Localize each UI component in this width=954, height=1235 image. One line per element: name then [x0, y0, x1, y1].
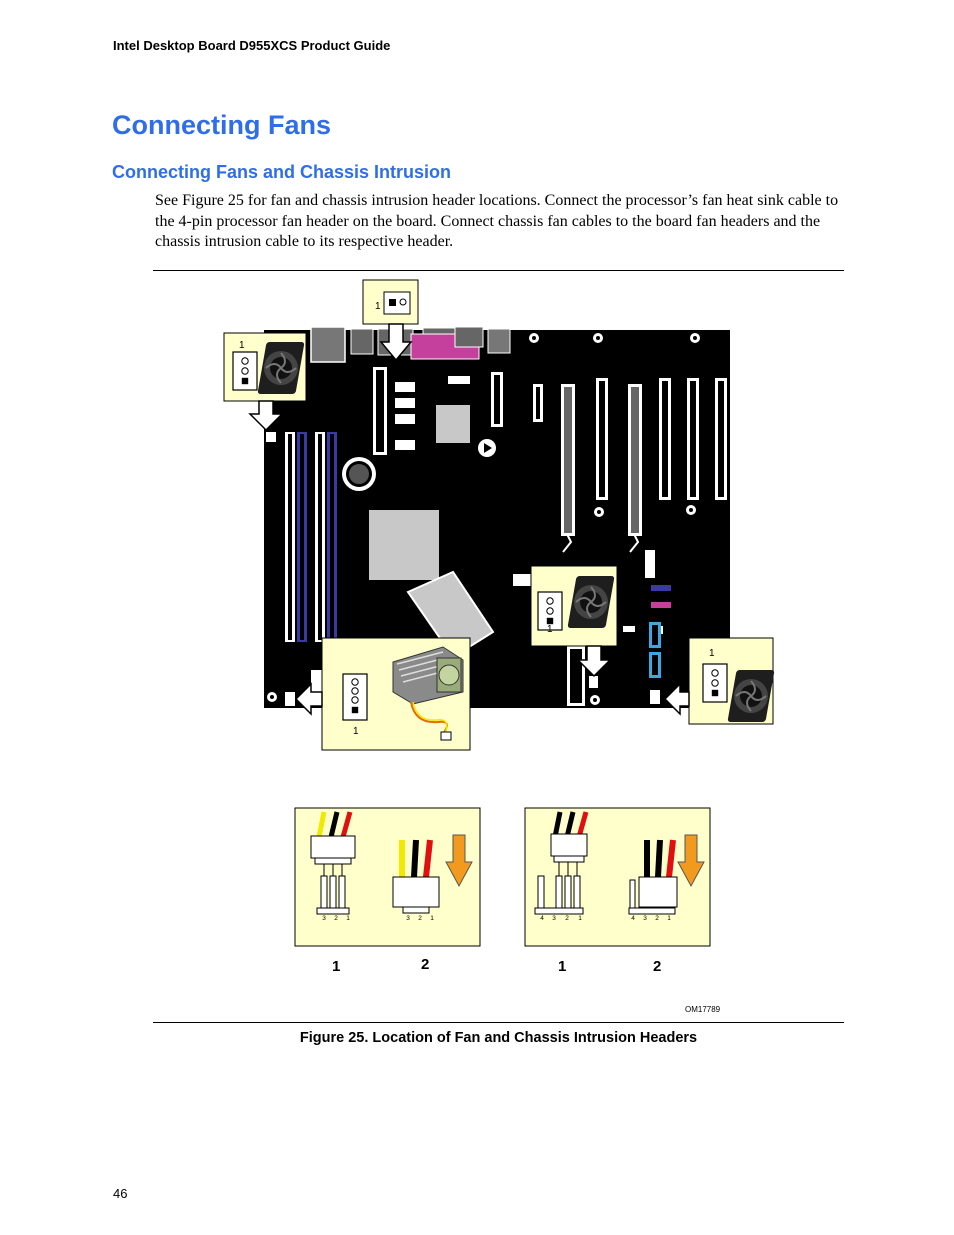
pin-label: 3 [406, 915, 410, 922]
figure-caption: Figure 25. Location of Fan and Chassis I… [299, 1030, 698, 1046]
callout-pin-label: 1 [547, 624, 553, 635]
instruction-paragraph: See Figure 25 for fan and chassis intrus… [155, 192, 839, 251]
pin-label: 4 [631, 915, 635, 922]
pin-label: 3 [643, 915, 647, 922]
down-arrow-icon [576, 645, 612, 678]
figure-part-number: OM17789 [685, 1005, 721, 1014]
four-pin-connector-detail: 4 3 2 1 4 3 2 1 [524, 807, 711, 947]
pin-label: 3 [552, 915, 556, 922]
page-number: 46 [113, 1186, 128, 1201]
insert-arrow-icon [445, 834, 473, 888]
callout-pin-label: 1 [709, 648, 715, 659]
auxiliary-fan-callout: 1 [663, 637, 776, 725]
processor-fan-callout: 1 [294, 637, 471, 751]
heatsink-fan-icon [392, 646, 464, 741]
three-pin-connector-detail: 3 2 1 3 2 1 [294, 807, 481, 947]
pin-label: 1 [346, 915, 350, 922]
left-arrow-icon [663, 682, 690, 716]
pin-label: 2 [334, 915, 338, 922]
running-header: Intel Desktop Board D955XCS Product Guid… [113, 38, 391, 53]
pin-label: 2 [565, 915, 569, 922]
pin-label: 1 [430, 915, 434, 922]
pin-label: 2 [655, 915, 659, 922]
callout-pin-label: 1 [375, 301, 381, 312]
page-title: Connecting Fans [112, 110, 332, 140]
insert-arrow-icon [677, 834, 705, 888]
callout-pin-label: 1 [239, 340, 245, 351]
figure-bottom-rule [153, 1022, 844, 1023]
pin-label: 4 [540, 915, 544, 922]
pin-label: 1 [578, 915, 582, 922]
figure-top-rule [153, 270, 844, 271]
item-label-2: 2 [653, 958, 661, 975]
down-arrow-icon [248, 400, 284, 432]
figure-25-diagram: 1 1 1 1 [223, 279, 776, 1014]
callout-pin-label: 1 [353, 726, 359, 737]
item-label-2: 2 [421, 956, 429, 973]
pin-label: 1 [667, 915, 671, 922]
left-arrow-icon [294, 682, 323, 716]
item-label-1: 1 [558, 958, 566, 975]
chassis-intrusion-callout: 1 [362, 279, 419, 362]
front-chassis-fan-callout: 1 [530, 565, 618, 678]
pin-label: 3 [322, 915, 326, 922]
item-label-1: 1 [332, 958, 340, 975]
section-heading: Connecting Fans and Chassis Intrusion [112, 162, 452, 182]
down-arrow-icon [379, 323, 413, 362]
rear-chassis-fan-callout: 1 [223, 332, 307, 432]
pin-label: 2 [418, 915, 422, 922]
